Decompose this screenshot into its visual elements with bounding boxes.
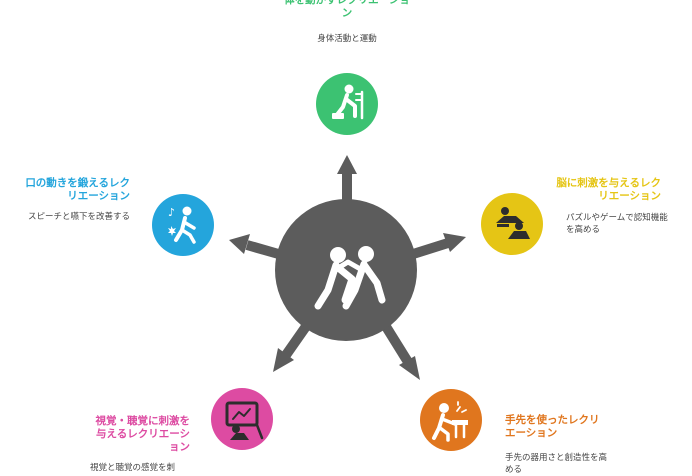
node-hands — [420, 389, 482, 451]
exercise-person-icon — [332, 84, 364, 120]
mouth-title: 口の動きを鍛えるレクリエーション — [25, 177, 130, 202]
node-mouth: ♪ — [152, 194, 214, 256]
arrow-lower-left — [273, 322, 312, 372]
brain-title: 脳に刺激を与えるレクリエーション — [556, 177, 661, 202]
svg-text:♪: ♪ — [168, 206, 175, 219]
screen-media-icon — [225, 401, 264, 440]
arrow-right — [408, 233, 466, 260]
singing-person-icon: ♪ — [168, 206, 196, 244]
arrow-left — [229, 234, 284, 260]
brain-description: パズルやゲームで認知機能を高める — [566, 213, 668, 235]
arrow-lower-right — [380, 322, 420, 380]
hands-description: 手先の器用さと創造性を高める — [505, 453, 608, 475]
mouth-description: スピーチと嚥下を改善する — [27, 212, 130, 222]
senses-title: 視覚・聴覚に刺激を与えるレクリエーション — [95, 415, 191, 453]
physical-title: 体を動かすレクリエーション — [284, 0, 410, 19]
node-brain — [481, 193, 543, 255]
senses-description: 視覚と聴覚の感覚を刺 — [90, 463, 176, 473]
handcraft-icon — [432, 401, 468, 442]
two-people-exercising-icon — [314, 246, 386, 310]
puzzle-game-icon — [496, 207, 530, 239]
hub-node — [275, 199, 417, 341]
hands-title: 手先を使ったレクリエーション — [505, 414, 600, 439]
node-physical — [316, 73, 378, 135]
node-senses — [211, 388, 273, 450]
physical-description: 身体活動と運動 — [317, 34, 377, 44]
